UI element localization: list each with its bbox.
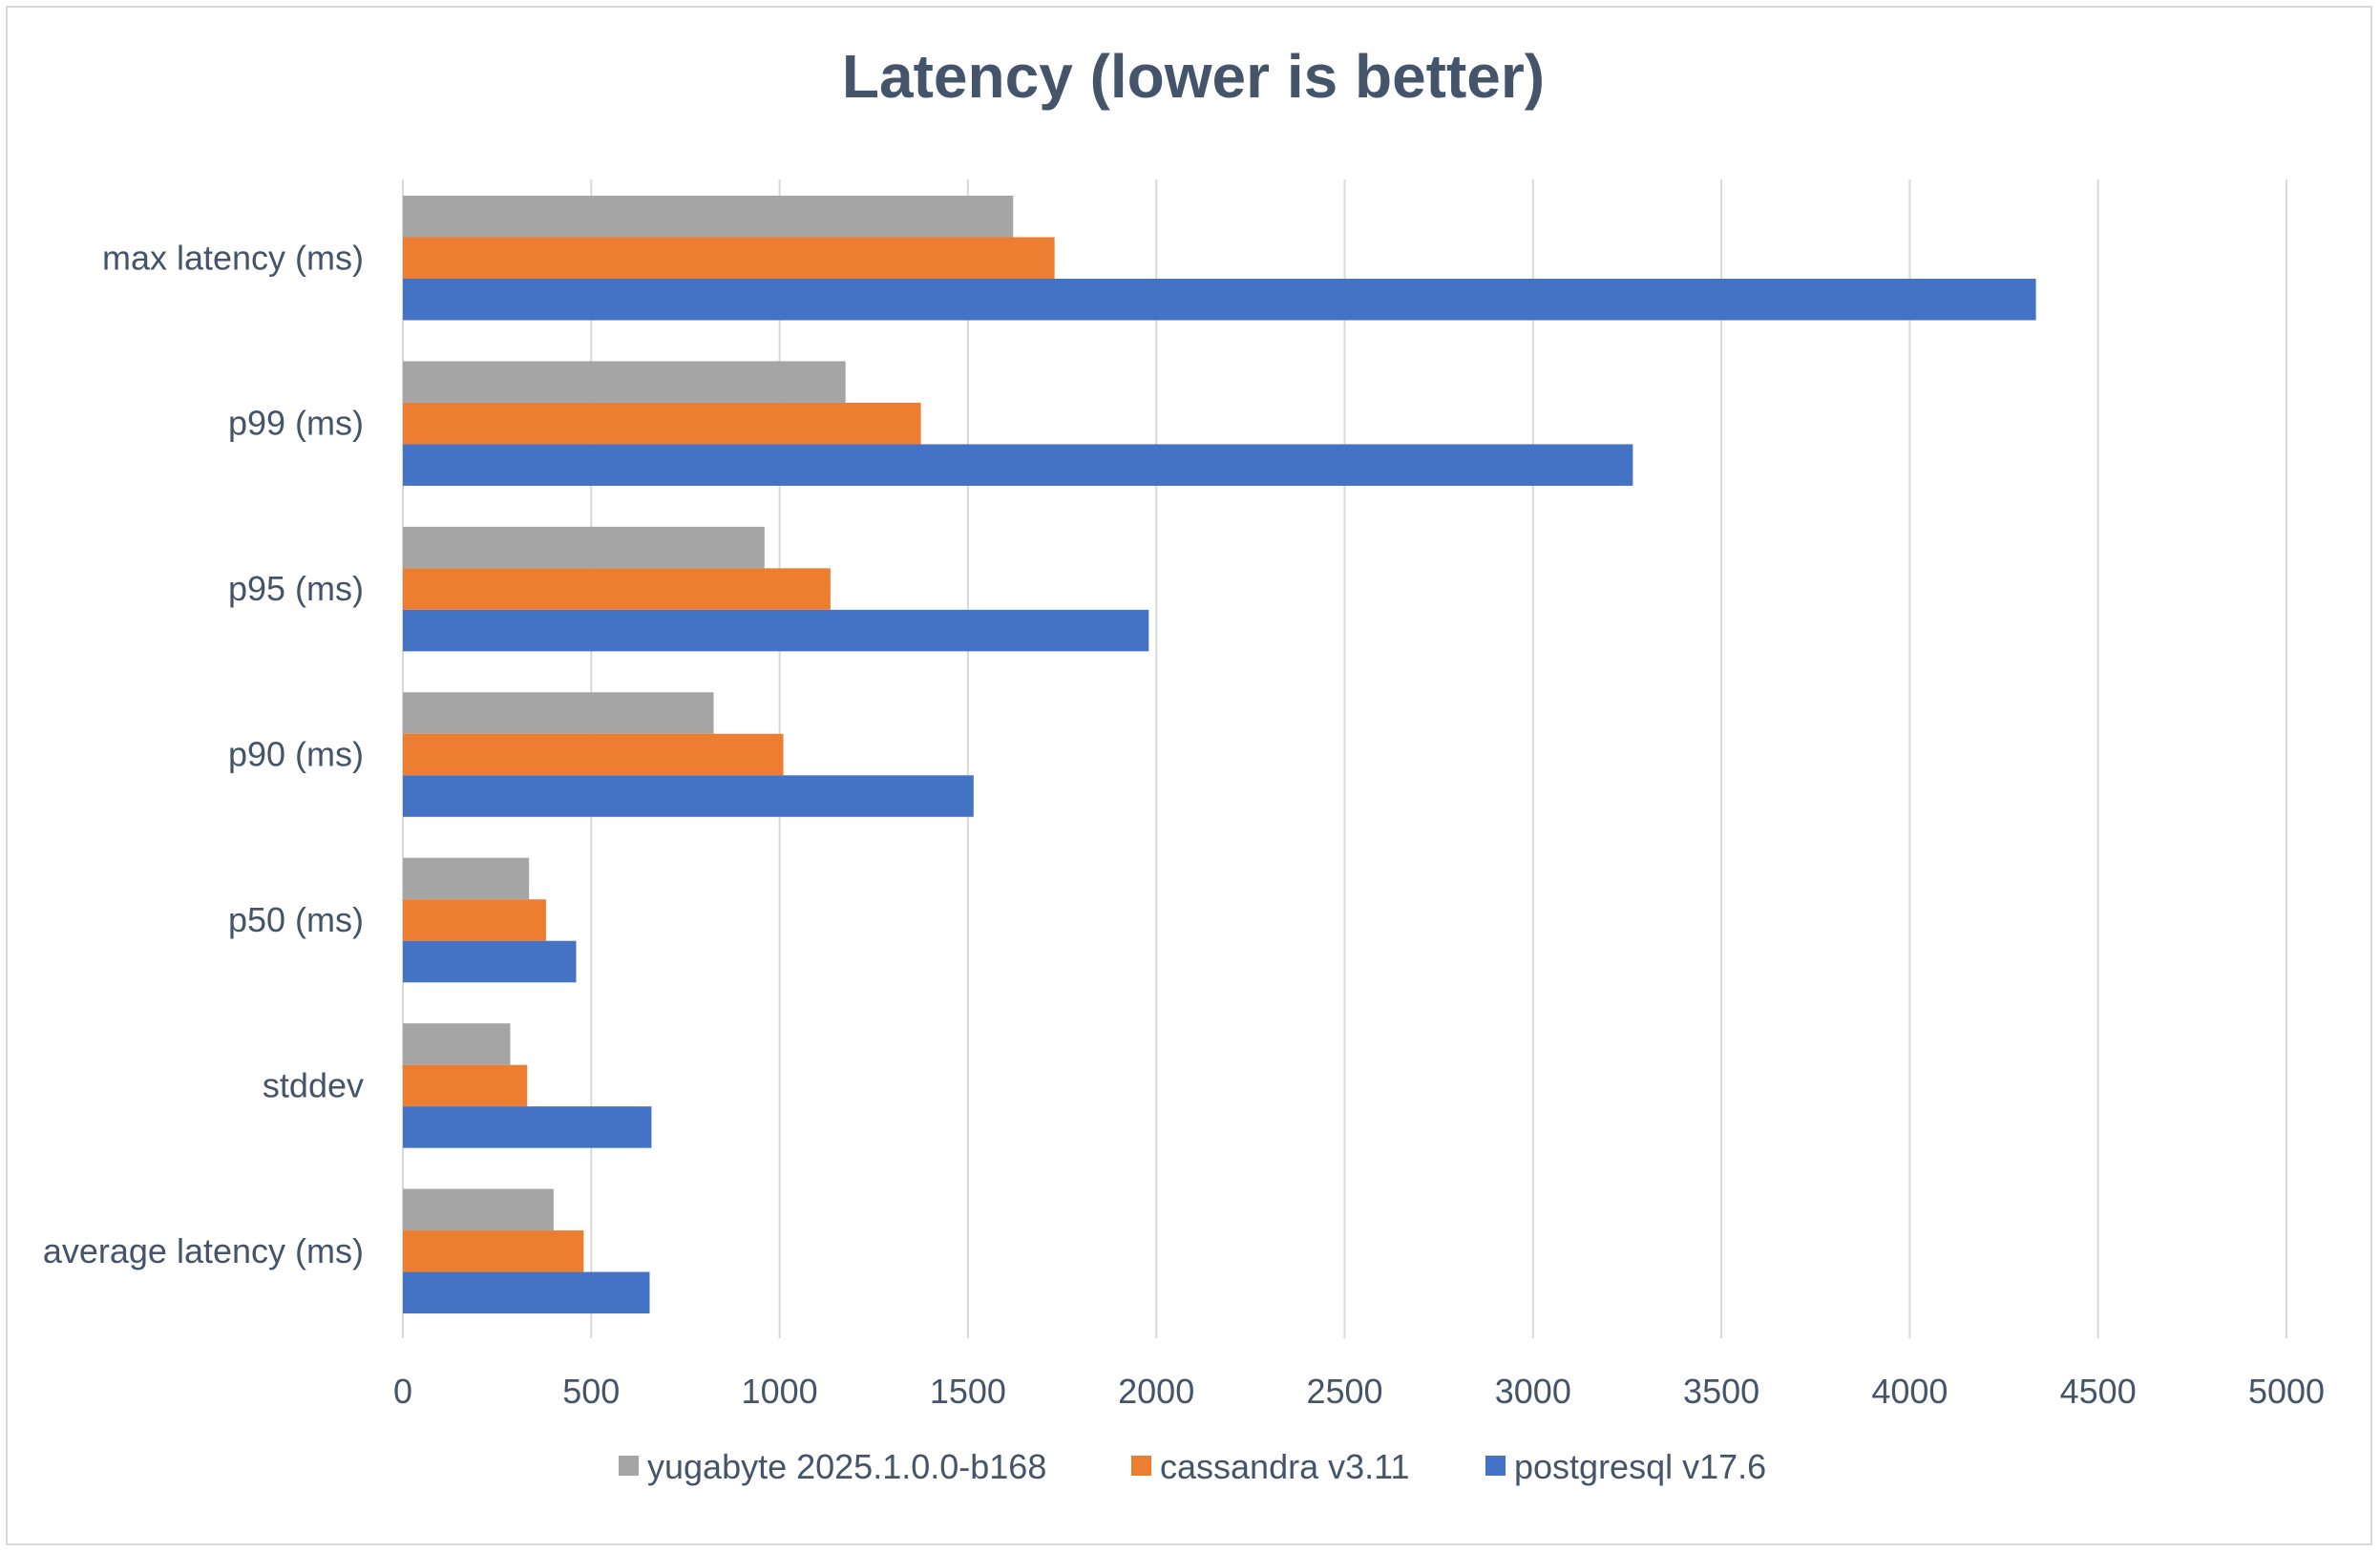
bar-1-4: [403, 692, 714, 734]
legend-item-1[interactable]: yugabyte 2025.1.0.0-b168: [619, 1447, 1046, 1486]
bar-1-2: [403, 361, 846, 403]
x-tick-label-7: 3500: [1683, 1372, 1759, 1411]
x-tick-label-3: 1500: [930, 1372, 1006, 1411]
legend-label-2: cassandra v3.11: [1160, 1447, 1410, 1486]
chart-frame: [6, 6, 2372, 1545]
bar-2-2: [403, 402, 921, 445]
bar-1-1: [403, 196, 1014, 238]
bar-3-4: [403, 775, 974, 817]
category-label-6: stddev: [263, 1065, 364, 1104]
bar-3-2: [403, 444, 1633, 486]
legend-item-3[interactable]: postgresql v17.6: [1485, 1447, 1766, 1486]
category-labels: max latency (ms) p99 (ms) p95 (ms) p90 (ms)…: [43, 238, 364, 1270]
bar-1-7: [403, 1188, 554, 1231]
x-tick-label-1: 500: [562, 1372, 620, 1411]
bar-2-6: [403, 1064, 528, 1107]
x-tick-label-5: 2500: [1306, 1372, 1382, 1411]
x-tick-labels: 0 500 1000 1500 2000 2500 3000 3500 4000 4500 5000: [393, 1372, 2325, 1411]
x-tick-label-4: 2000: [1118, 1372, 1194, 1411]
category-label-3: p95 (ms): [228, 569, 364, 608]
legend[interactable]: yugabyte 2025.1.0.0-b168 cassandra v3.11 p…: [619, 1447, 1766, 1486]
bar-2-3: [403, 568, 831, 610]
x-tick-label-2: 1000: [742, 1372, 818, 1411]
legend-swatch-2: [1131, 1456, 1151, 1476]
x-tick-label-10: 5000: [2248, 1372, 2325, 1411]
x-tick-label-0: 0: [393, 1372, 412, 1411]
legend-swatch-1: [619, 1456, 639, 1476]
legend-label-1: yugabyte 2025.1.0.0-b168: [647, 1447, 1046, 1486]
bar-3-5: [403, 940, 577, 983]
category-label-5: p50 (ms): [228, 900, 364, 939]
bars-layer: [403, 196, 2036, 1314]
chart-title: Latency (lower is better): [842, 42, 1545, 111]
category-label-2: p99 (ms): [228, 404, 364, 443]
legend-swatch-3: [1485, 1456, 1506, 1476]
bar-3-7: [403, 1271, 650, 1314]
bar-1-6: [403, 1023, 511, 1065]
x-tick-label-8: 4000: [1871, 1372, 1948, 1411]
bar-3-3: [403, 609, 1149, 652]
bar-2-5: [403, 899, 546, 941]
bar-2-1: [403, 237, 1055, 279]
category-label-1: max latency (ms): [102, 238, 364, 277]
x-tick-label-9: 4500: [2060, 1372, 2137, 1411]
bar-3-1: [403, 279, 2036, 321]
bar-2-4: [403, 733, 784, 776]
bar-3-6: [403, 1106, 652, 1148]
bar-1-3: [403, 526, 765, 569]
legend-item-2[interactable]: cassandra v3.11: [1131, 1447, 1410, 1486]
x-tick-label-6: 3000: [1495, 1372, 1571, 1411]
category-label-7: average latency (ms): [43, 1231, 364, 1270]
legend-label-3: postgresql v17.6: [1514, 1447, 1766, 1486]
category-label-4: p90 (ms): [228, 735, 364, 774]
bar-2-7: [403, 1230, 584, 1272]
bar-1-5: [403, 857, 530, 900]
